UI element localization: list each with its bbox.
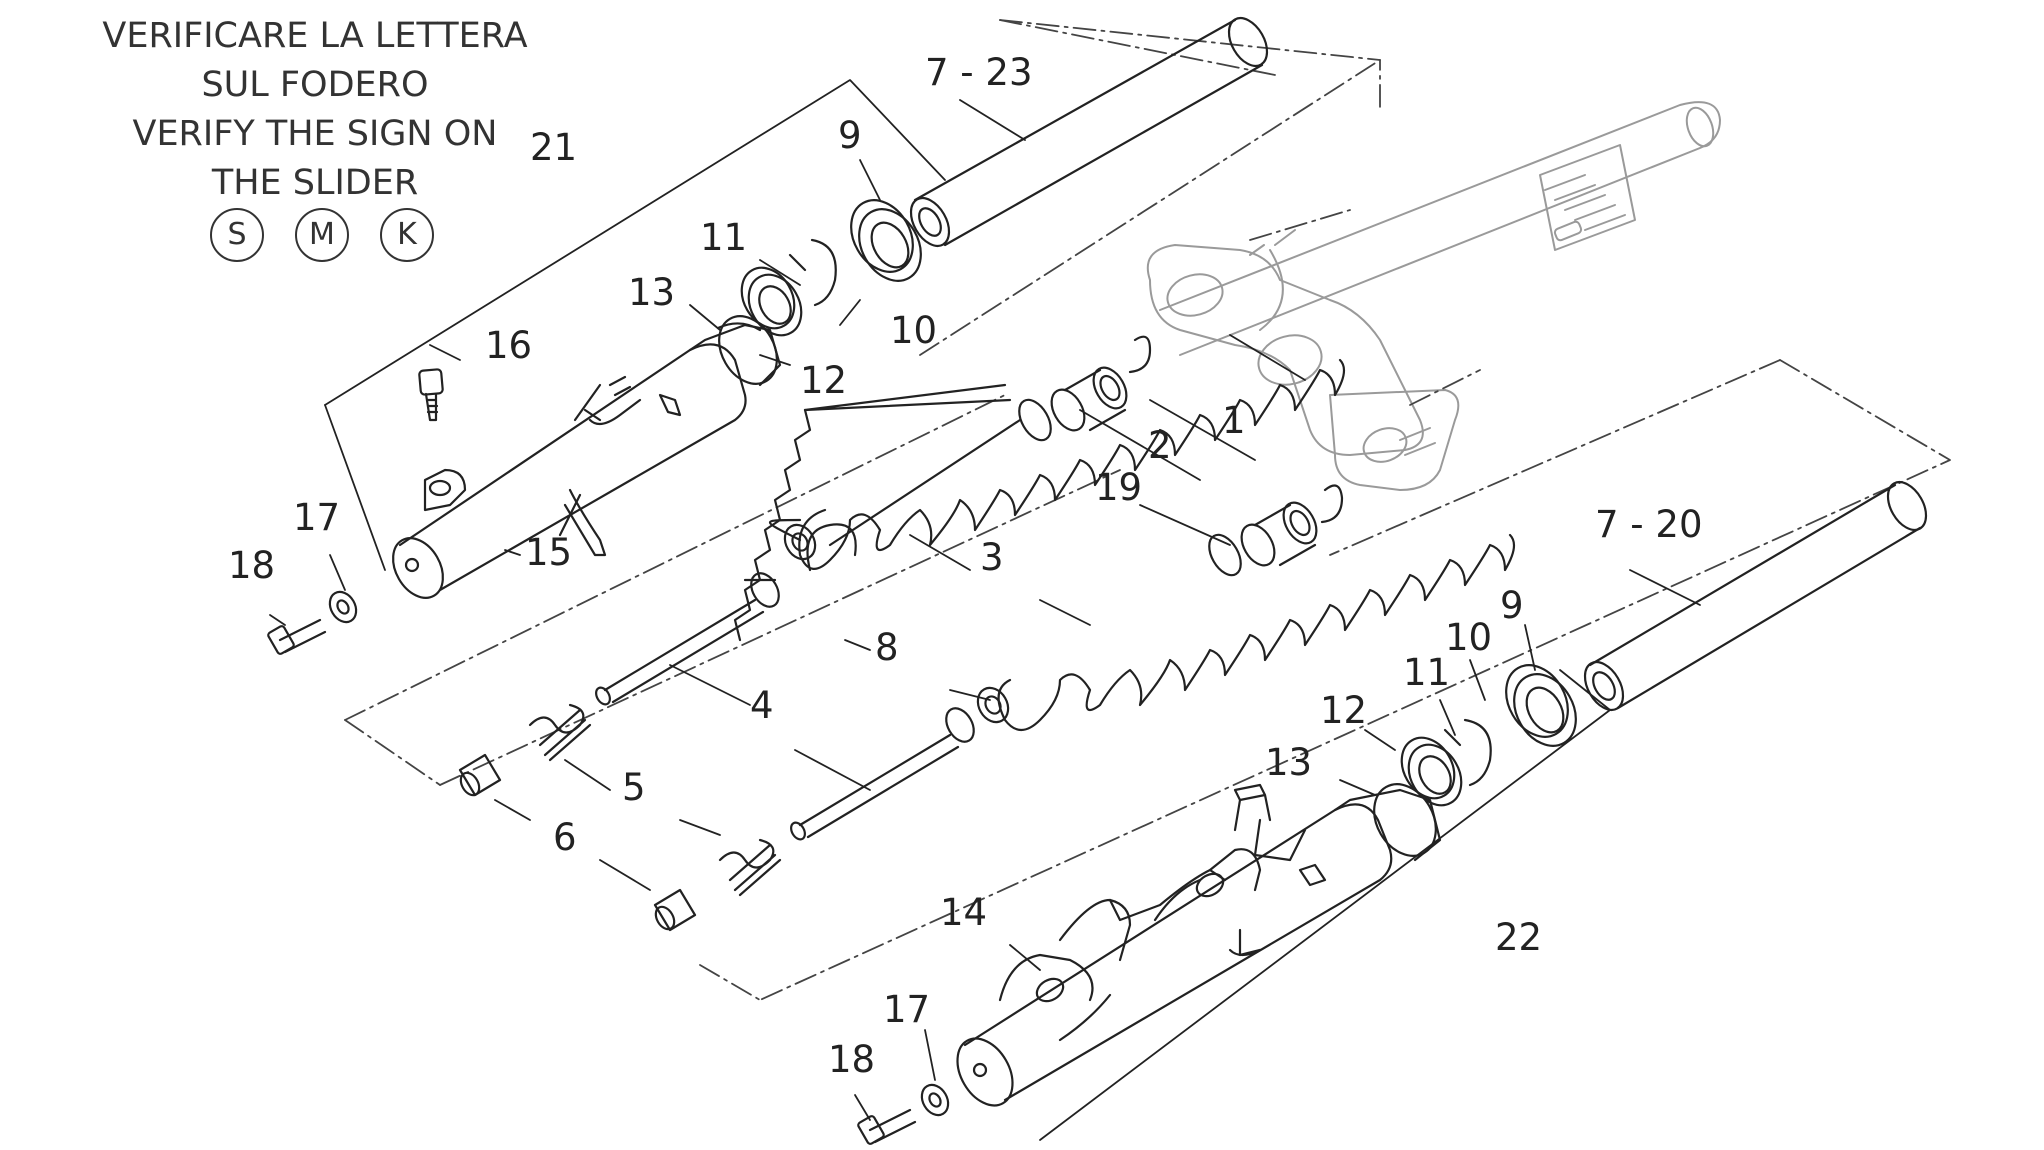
note-line-4: THE SLIDER [211,163,419,203]
assembly-brackets [324,79,1611,1141]
callout-9-upper: 9 [838,114,862,157]
callout-17-upper: 17 [293,496,340,539]
callout-19: 19 [1095,466,1142,509]
lower-seals [1400,664,1577,807]
slider-note: VERIFICARE LA LETTERA SUL FODERO VERIFY … [55,12,575,208]
callout-8: 8 [875,626,899,669]
callout-4: 4 [750,684,774,727]
bolts-washers [267,368,950,1145]
callout-13-lower: 13 [1265,741,1312,784]
callout-18-upper: 18 [228,544,275,587]
springs [733,358,1516,732]
callout-1: 1 [1222,399,1246,442]
callout-21: 21 [530,126,577,169]
callout-6: 6 [553,816,577,859]
callout-18-lower: 18 [828,1038,875,1081]
kit-outlines [344,19,1951,1001]
callout-11-upper: 11 [700,216,747,259]
rings-bushings [783,335,1344,724]
note-line-2: SUL FODERO [201,65,429,105]
callout-9-lower: 9 [1500,584,1524,627]
callout-17-lower: 17 [883,988,930,1031]
note-line-1: VERIFICARE LA LETTERA [102,16,528,56]
leader-lines [269,99,1701,1121]
callout-16: 16 [485,324,532,367]
callout-12-upper: 12 [800,359,847,402]
callout-14: 14 [940,891,987,934]
callout-2: 2 [1148,424,1172,467]
fork-tube-lower [1583,481,1928,711]
badge-s: S [210,208,264,262]
note-line-3: VERIFY THE SIGN ON [132,114,498,154]
callout-13-upper: 13 [628,271,675,314]
steering-head-ghost [1146,101,1721,491]
callout-10-upper: 10 [890,309,937,352]
callout-3: 3 [980,536,1004,579]
callout-7-20: 7 - 20 [1595,503,1703,546]
upper-seals [740,199,922,337]
callout-22: 22 [1495,916,1542,959]
callout-11-lower: 11 [1403,651,1450,694]
callout-7-23: 7 - 23 [925,51,1033,94]
slider-upper [392,315,782,599]
callout-labels: 7 - 23 7 - 20 9 9 10 10 11 11 12 12 13 1… [228,51,1703,1081]
callout-5: 5 [622,766,646,809]
callout-10-lower: 10 [1445,616,1492,659]
damper-rods [458,572,975,932]
badge-m: M [295,208,349,262]
fork-tube-upper [909,17,1269,247]
callout-15: 15 [525,531,572,574]
slider-lower [956,783,1442,1107]
callout-12-lower: 12 [1320,689,1367,732]
badge-k: K [380,208,434,262]
slider-sign-badges: S M K [210,208,450,268]
